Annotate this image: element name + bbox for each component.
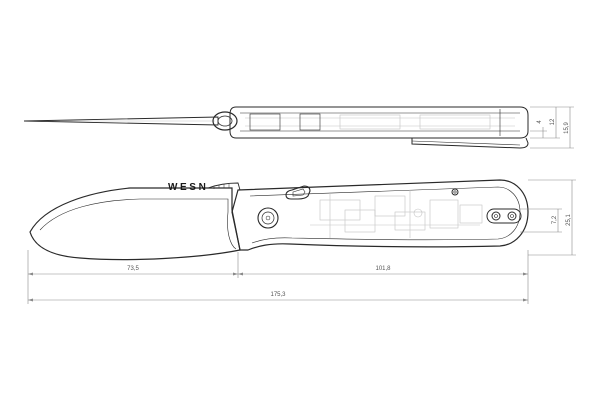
handle-length-label: 101,8 (375, 266, 391, 272)
top-view-pocket-clip (411, 137, 529, 149)
side-view-dimensions-bottom: 73,5 101,8 175,3 (27, 250, 529, 304)
blade-jimping (207, 182, 241, 191)
top-view (23, 106, 529, 149)
lanyard-recess (486, 208, 522, 224)
overall-length-label: 175,3 (270, 292, 286, 298)
handle-texture (310, 190, 483, 238)
top-view-pivot-ring (212, 111, 238, 131)
top-view-handle (229, 106, 529, 139)
brand-logo-text: WESN (168, 182, 208, 193)
blade-length-label: 73,5 (127, 266, 139, 272)
handle-screw-top (451, 188, 459, 196)
top-view-dimensions: 4 12 15,9 (530, 106, 574, 149)
handle (231, 179, 529, 251)
top-view-spacer-1 (249, 113, 281, 131)
side-view-dimensions-right: 7,2 25,1 (520, 179, 576, 256)
top-view-pivot-inner (217, 115, 233, 127)
rear-screw-2 (507, 211, 517, 221)
blade (29, 187, 241, 261)
side-view: WESN (29, 179, 529, 261)
clip-offset-label: 4 (537, 120, 543, 124)
handle-height-label: 25,1 (566, 214, 572, 226)
rear-screw-1 (491, 211, 501, 221)
overall-thickness-label: 15,9 (564, 122, 570, 134)
body-thickness-label: 12 (550, 118, 556, 125)
pivot-screw (257, 207, 279, 229)
top-view-spacer-2 (299, 113, 321, 131)
button-lock (285, 185, 311, 200)
pivot-to-hole-label: 7,2 (552, 215, 558, 224)
blade-grind-line (39, 198, 237, 250)
handle-bevel (249, 186, 521, 244)
